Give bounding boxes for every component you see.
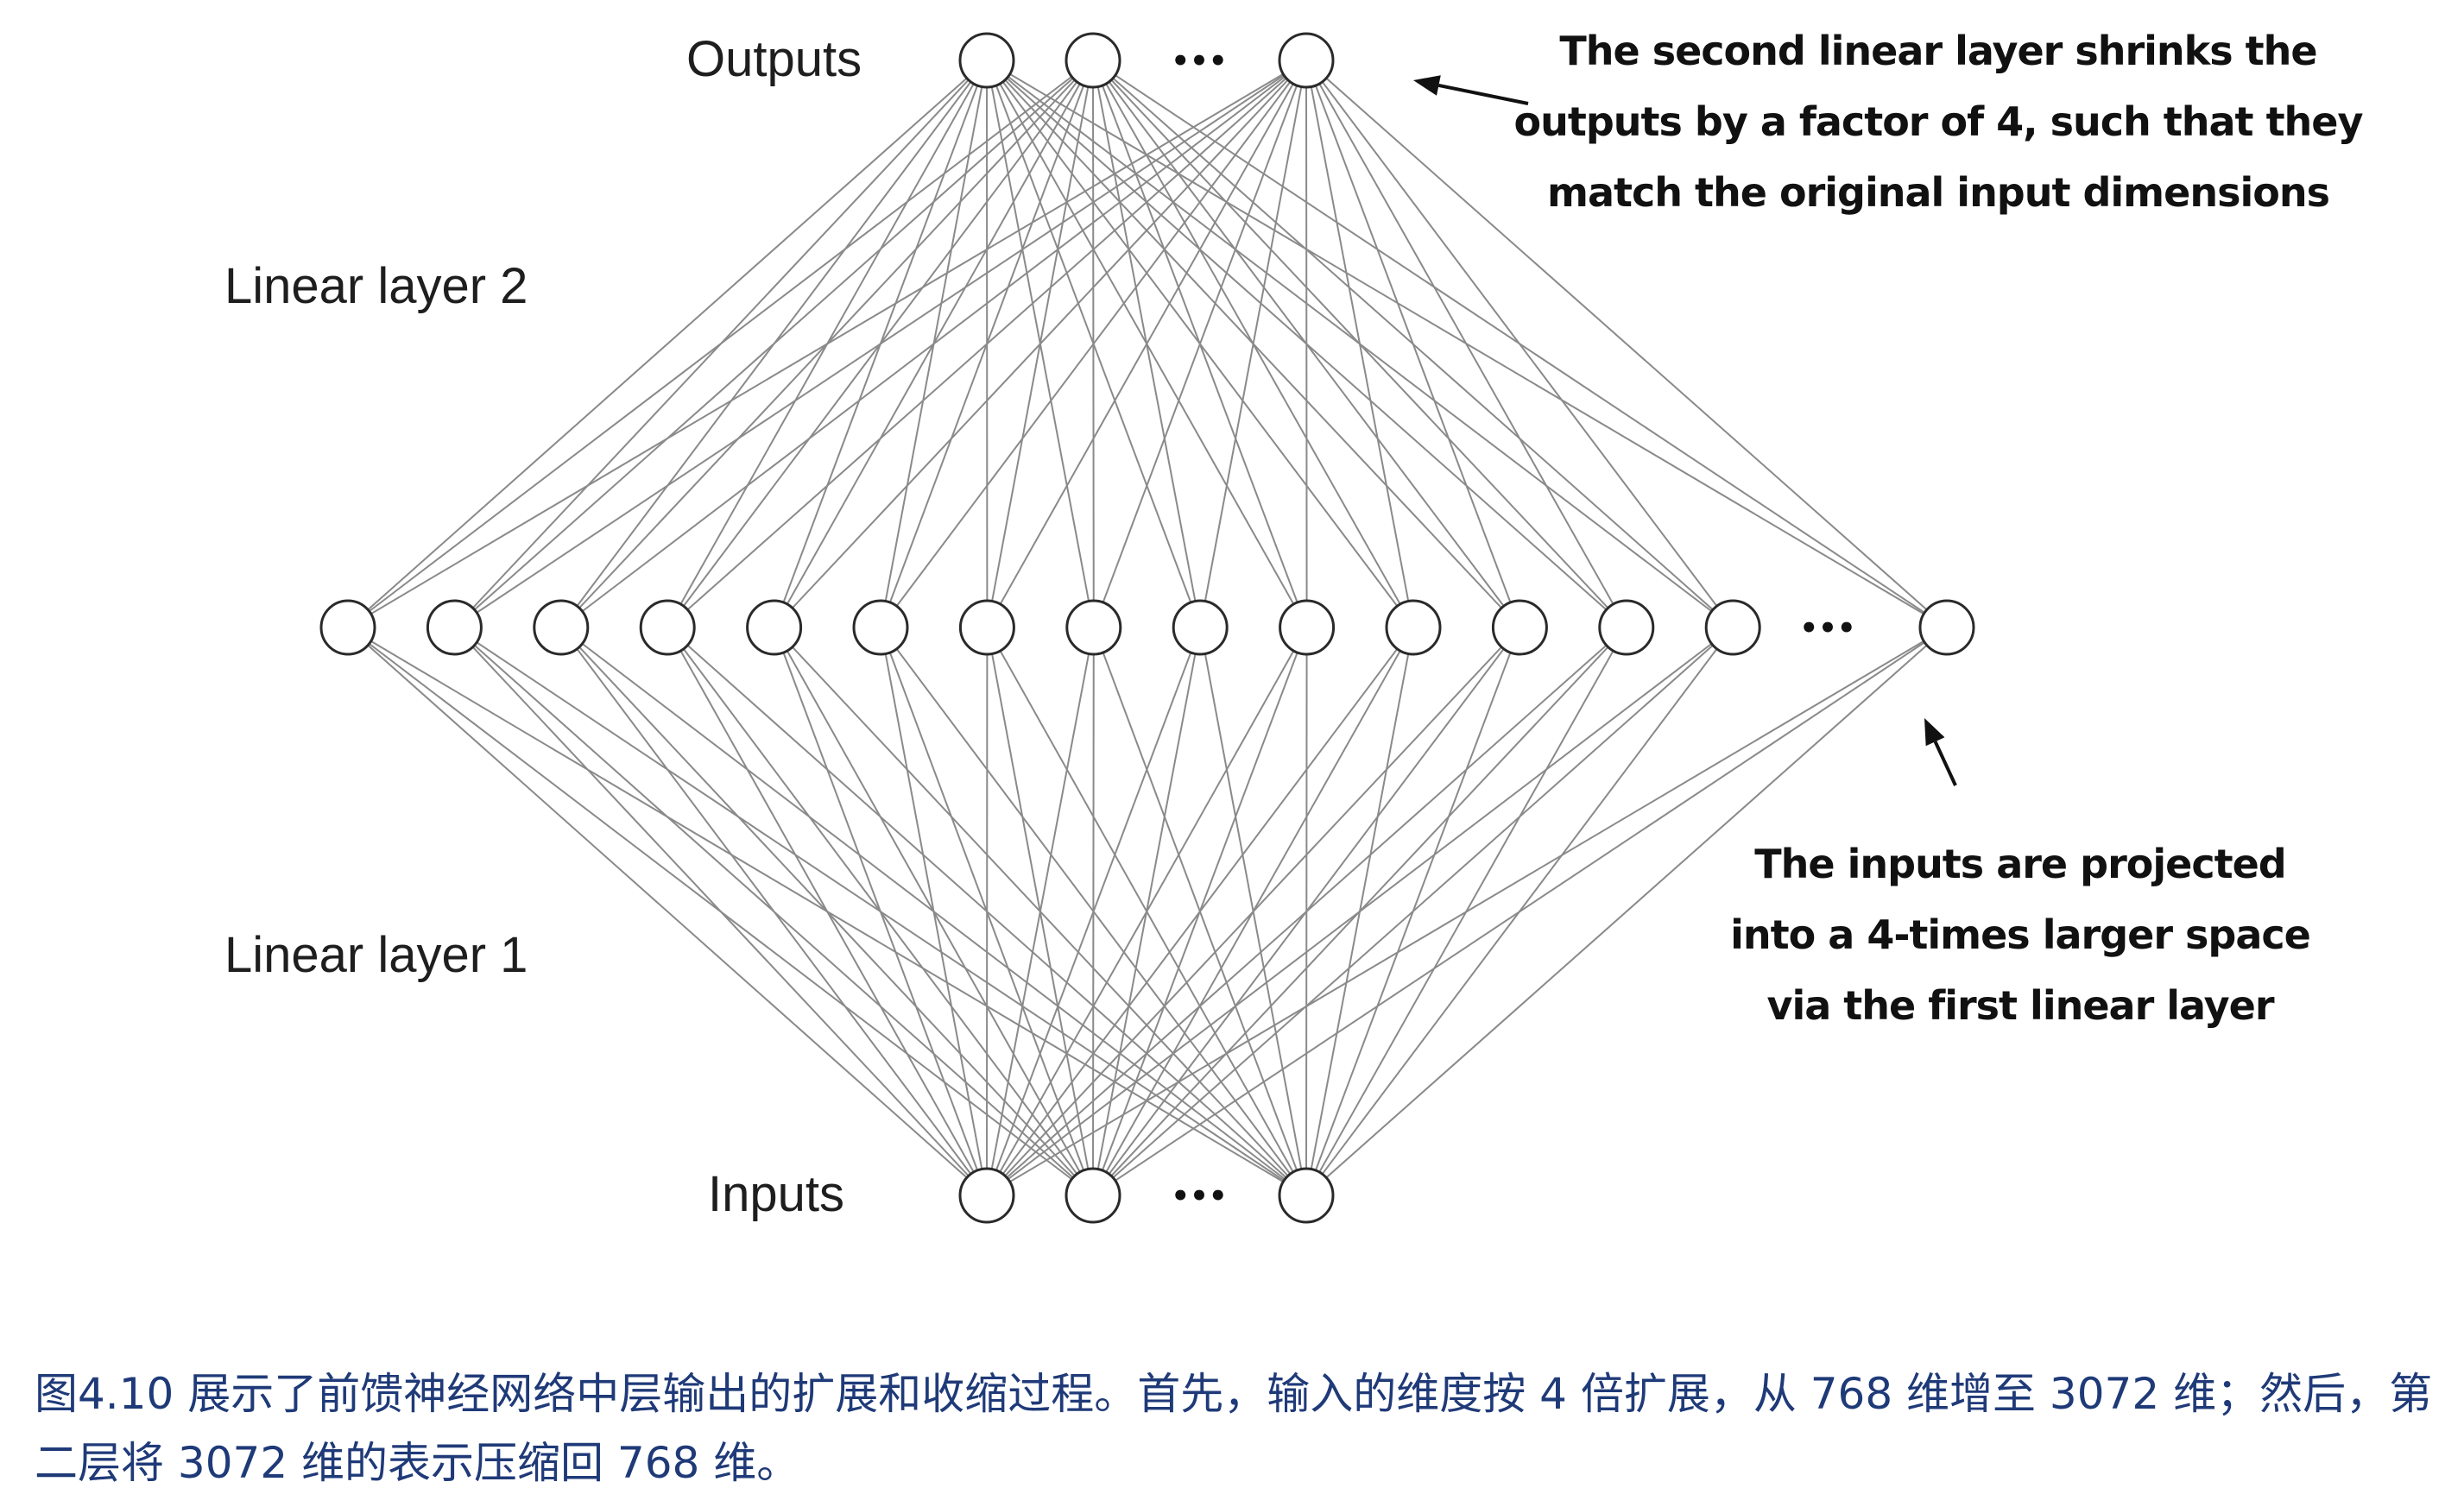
annotation-line: outputs by a factor of 4, such that they [1513, 98, 2364, 145]
inputs-ellipsis: ••• [1171, 1179, 1227, 1214]
edge-layer-2 [1305, 60, 1414, 628]
edge-layer-2 [453, 60, 1094, 628]
edge-layer-1 [1305, 627, 1414, 1196]
hidden-node [639, 599, 696, 656]
figure-caption: 图4.10 展示了前馈神经网络中层输出的扩展和收缩过程。首先，输入的维度按 4 … [35, 1369, 2433, 1488]
input-node [1278, 1167, 1335, 1224]
output-node [958, 32, 1015, 89]
edge-layer-2 [1305, 60, 1627, 628]
first-layer-annotation: The inputs are projected into a 4-times … [1675, 829, 2366, 1041]
edge-layer-2 [453, 60, 1307, 628]
edge-layer-1 [667, 627, 1307, 1196]
hidden-node [1279, 599, 1336, 656]
edge-layer-1 [453, 627, 1094, 1196]
edge-layer-1 [1305, 627, 1521, 1196]
arrow-to-outputs [1413, 75, 1529, 105]
edge-layer-2 [880, 60, 1307, 628]
edge-layer-1 [347, 627, 988, 1196]
edge-layer-1 [773, 627, 1307, 1196]
edge-layer-2 [1305, 60, 1948, 628]
edge-layer-1 [453, 627, 1307, 1196]
edge-layer-1 [347, 627, 1307, 1196]
hidden-node [319, 599, 376, 656]
connection-edges [347, 60, 1948, 1196]
edge-layer-1 [1305, 627, 1948, 1196]
hidden-node [1918, 599, 1975, 656]
annotation-line: via the first linear layer [1766, 982, 2274, 1029]
edge-layer-2 [347, 60, 1307, 628]
edge-layer-1 [347, 627, 1094, 1196]
annotation-line: into a 4-times larger space [1730, 911, 2311, 958]
edge-layer-2 [347, 60, 1094, 628]
annotation-line: The second linear layer shrinks the [1559, 28, 2317, 74]
hidden-node [1065, 599, 1122, 656]
edge-layer-2 [347, 60, 988, 628]
edge-layer-2 [1305, 60, 1734, 628]
edge-layer-1 [560, 627, 1307, 1196]
neural-network-diagram: ••• ••• ••• [319, 32, 1975, 1224]
edge-layer-1 [880, 627, 1307, 1196]
edge-layer-2 [1199, 60, 1307, 628]
edge-layer-1 [1305, 627, 1734, 1196]
hidden-node [1172, 599, 1229, 656]
inputs-label: Inputs [708, 1166, 844, 1222]
edge-layer-2 [773, 60, 1307, 628]
outputs-label: Outputs [686, 31, 862, 87]
edge-layer-1 [1199, 627, 1307, 1196]
hidden-node [1704, 599, 1761, 656]
edge-layer-2 [560, 60, 1307, 628]
edge-layer-1 [986, 627, 1307, 1196]
edge-layer-1 [1305, 627, 1627, 1196]
linear-layer-2-label: Linear layer 2 [224, 258, 528, 314]
hidden-node [958, 599, 1015, 656]
edge-layer-1 [1305, 627, 1308, 1196]
input-node [1065, 1167, 1121, 1224]
hidden-node [1385, 599, 1442, 656]
hidden-node [1598, 599, 1655, 656]
edge-layer-2 [1305, 60, 1308, 628]
outputs-ellipsis: ••• [1171, 44, 1227, 79]
hidden-node [533, 599, 590, 656]
ellipsis-markers: ••• ••• ••• [1171, 44, 1855, 1214]
input-node [958, 1167, 1015, 1224]
hidden-ellipsis: ••• [1799, 611, 1855, 646]
output-node [1065, 32, 1121, 89]
hidden-node [426, 599, 483, 656]
edge-layer-2 [1305, 60, 1521, 628]
annotation-arrows [1413, 75, 1957, 786]
edge-layer-2 [986, 60, 1307, 628]
annotation-line: match the original input dimensions [1547, 169, 2330, 216]
neuron-nodes [319, 32, 1975, 1224]
arrow-to-hidden [1924, 718, 1957, 786]
hidden-node [746, 599, 803, 656]
linear-layer-1-label: Linear layer 1 [224, 927, 528, 983]
hidden-node [852, 599, 909, 656]
second-layer-annotation: The second linear layer shrinks the outp… [1507, 16, 2370, 228]
edge-layer-1 [1092, 627, 1307, 1196]
output-node [1278, 32, 1335, 89]
hidden-node [1491, 599, 1548, 656]
edge-layer-2 [1092, 60, 1307, 628]
annotation-line: The inputs are projected [1754, 841, 2286, 887]
edge-layer-2 [667, 60, 1307, 628]
